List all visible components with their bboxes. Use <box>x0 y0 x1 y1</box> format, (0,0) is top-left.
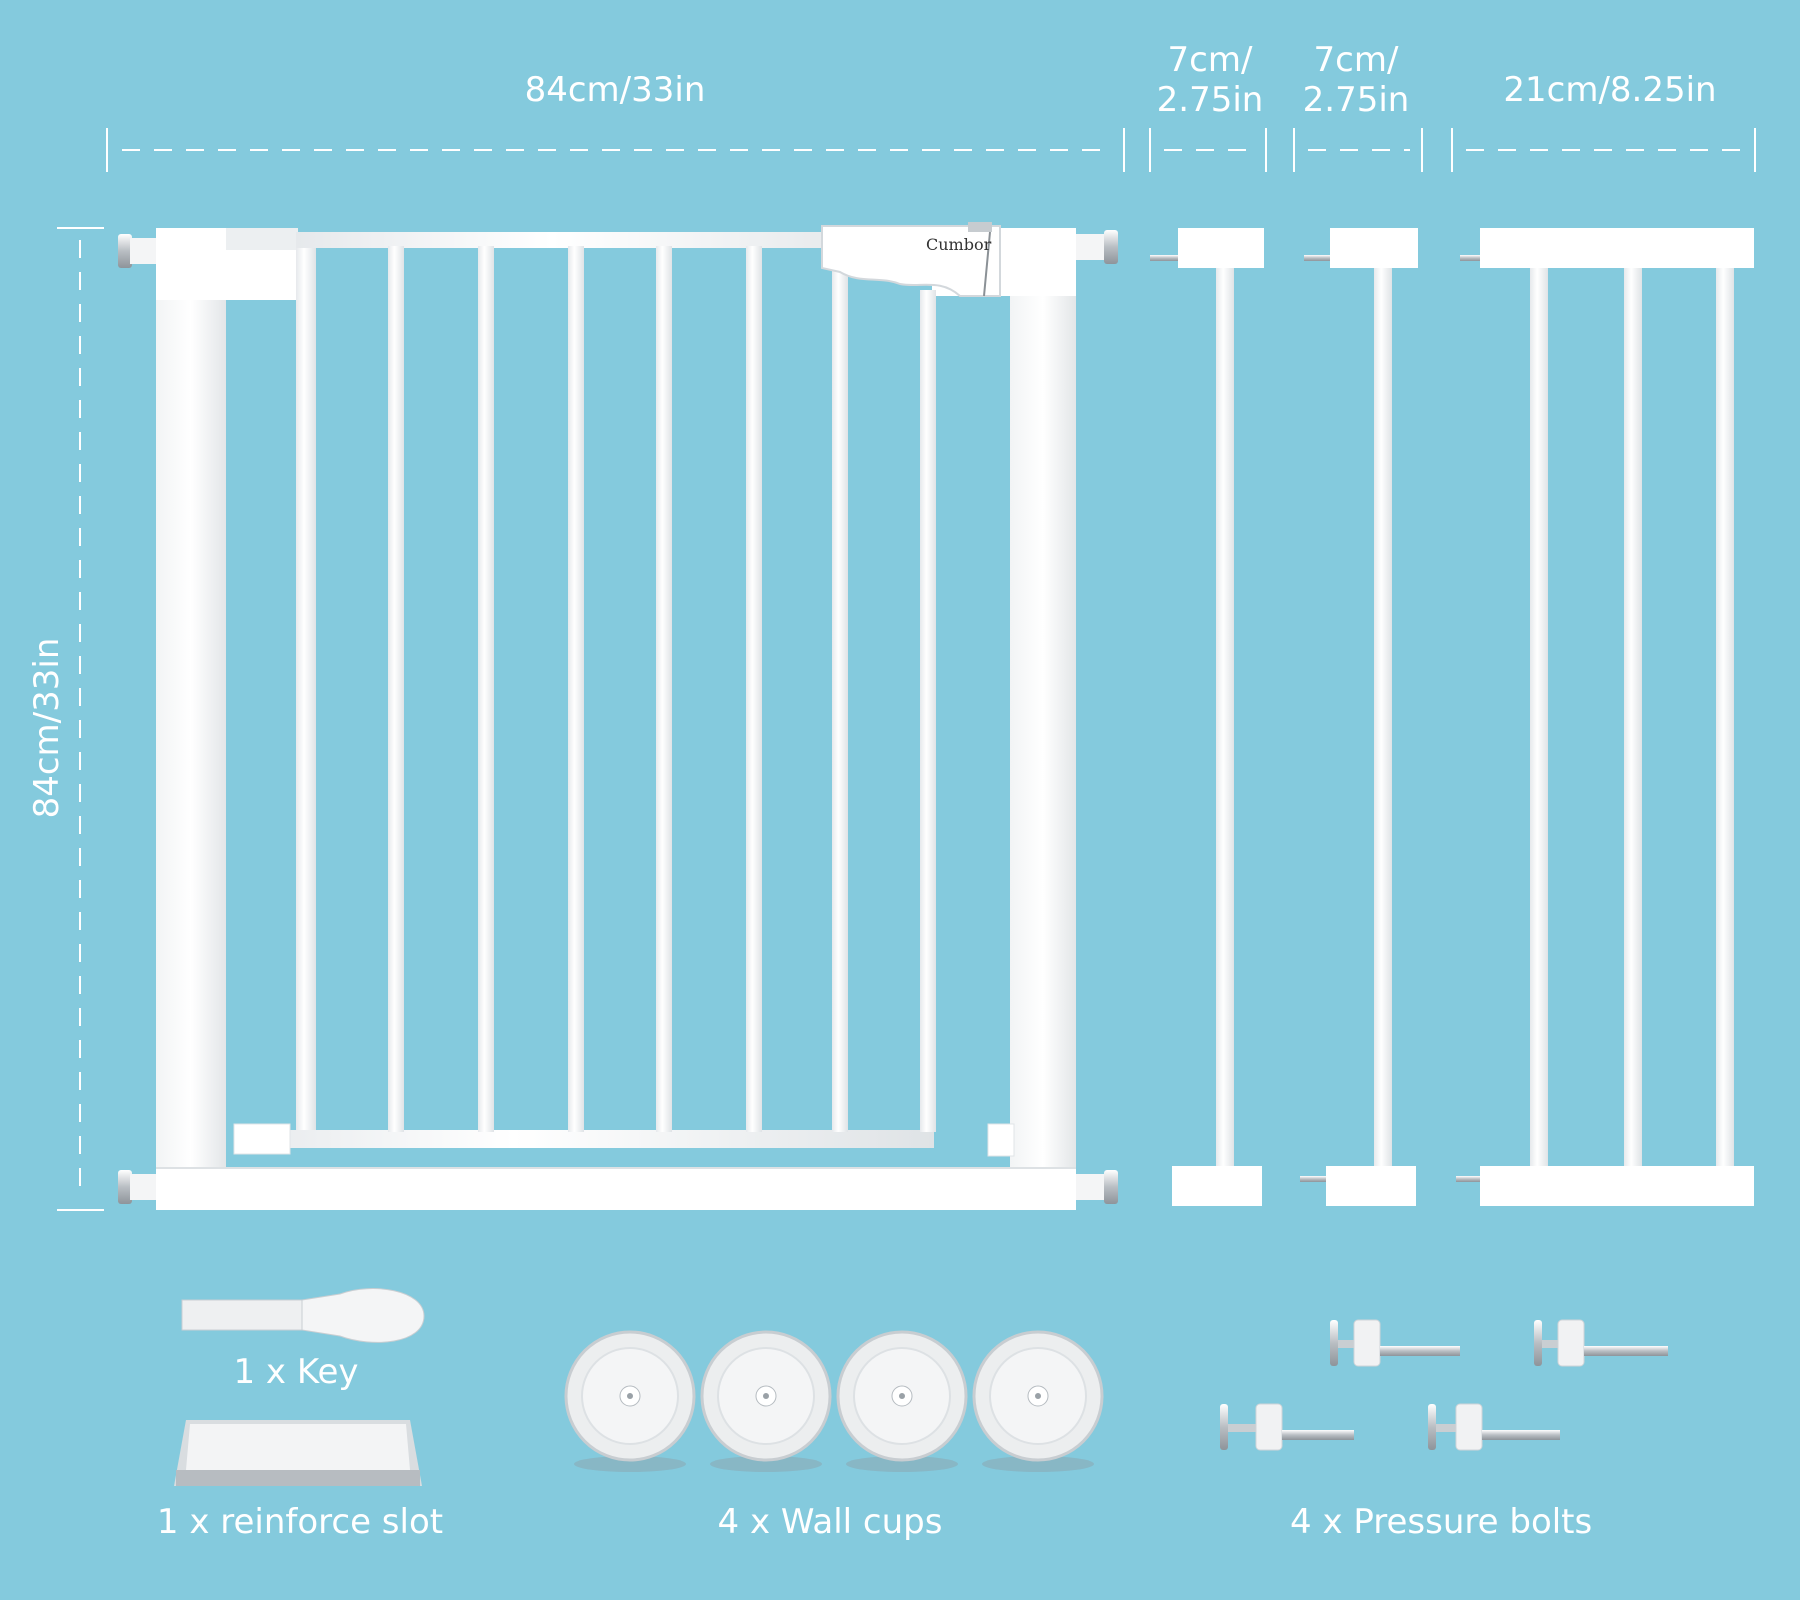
pressure-bolt <box>1534 1319 1668 1367</box>
key-accessory <box>181 1288 425 1343</box>
wall-cup <box>564 1330 696 1472</box>
extension-small-1 <box>1150 228 1264 1206</box>
main-gate <box>118 222 1118 1210</box>
wall-cup <box>700 1330 832 1472</box>
pressure-bolt <box>1220 1403 1354 1451</box>
pressure-bolts <box>1220 1319 1668 1451</box>
ext-small-2-line2: 2.75in <box>1302 80 1410 120</box>
ext-small-1-line1: 7cm/ <box>1167 40 1253 80</box>
reinforce-slot-accessory <box>174 1420 422 1486</box>
wall-cup <box>836 1330 968 1472</box>
pressure-bolt <box>1330 1319 1460 1367</box>
ext-small-2-line1: 7cm/ <box>1313 40 1399 80</box>
latch-housing <box>821 225 1001 297</box>
post-pressure-knobs <box>118 230 1118 1204</box>
extension-large <box>1456 228 1754 1206</box>
brand-label: Cumbor <box>926 235 992 254</box>
ext-small-1-label: 7cm/ 2.75in <box>1140 40 1280 120</box>
dimension-lines <box>57 128 1756 1211</box>
key-label: 1 x Key <box>233 1352 359 1392</box>
extension-small-2 <box>1300 228 1418 1206</box>
gate-width-label: 84cm/33in <box>524 70 706 110</box>
bolts-label: 4 x Pressure bolts <box>1290 1502 1593 1542</box>
ext-small-2-label: 7cm/ 2.75in <box>1286 40 1426 120</box>
wall-cup <box>972 1330 1104 1472</box>
ext-large-label: 21cm/8.25in <box>1503 70 1717 110</box>
gate-height-label: 84cm/33in <box>27 637 67 819</box>
slot-label: 1 x reinforce slot <box>156 1502 444 1542</box>
ext-small-1-line2: 2.75in <box>1156 80 1264 120</box>
pressure-bolt <box>1428 1403 1560 1451</box>
cups-label: 4 x Wall cups <box>717 1502 943 1542</box>
gate-bars <box>388 246 936 1132</box>
wall-cups <box>564 1330 1104 1472</box>
